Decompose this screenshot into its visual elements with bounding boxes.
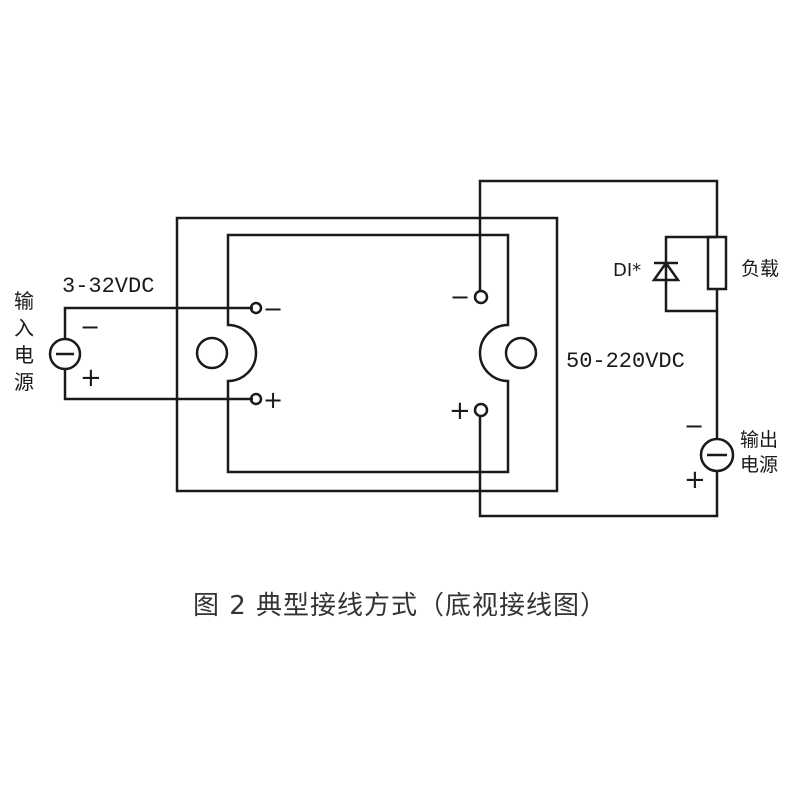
input-wire-minus (63, 306, 253, 339)
output-wire-bottom (478, 417, 719, 518)
output-wire-top (478, 179, 719, 290)
input-wire-plus (63, 369, 253, 401)
input-source-char: 输 (14, 289, 34, 313)
mounting-hole-left (195, 336, 229, 370)
diode-branch-wire (664, 235, 717, 313)
input-source-char: 电 (14, 343, 34, 367)
input-plus-label: + (80, 363, 102, 393)
diode-triangle (651, 260, 681, 282)
input-voltage-label: 3-32VDC (62, 274, 154, 299)
terminal-out-minus-label: − (450, 283, 470, 311)
output-source-symbol (699, 437, 735, 473)
input-minus-label: − (80, 313, 100, 341)
terminal-in-minus-label: − (263, 295, 283, 323)
output-plus-label: + (684, 465, 706, 495)
terminal-out-plus-label: + (449, 396, 471, 426)
diode-label: DI* (613, 260, 641, 281)
load-label: 负载 (741, 258, 779, 280)
relay-outer-housing (175, 216, 559, 493)
output-source-line1: 输出 (740, 429, 778, 451)
input-source-char: 源 (14, 370, 34, 394)
terminal-in-minus (249, 301, 263, 315)
output-voltage-label: 50-220VDC (566, 349, 685, 374)
load-resistor (706, 235, 728, 291)
terminal-out-plus (473, 402, 489, 418)
mounting-hole-right (504, 336, 538, 370)
output-minus-label: − (684, 412, 704, 440)
input-source-label: 输 入 电 源 (14, 288, 34, 396)
terminal-in-plus (249, 392, 263, 406)
terminal-out-minus (473, 289, 489, 305)
relay-inner-body (226, 233, 510, 474)
figure-caption: 图 2 典型接线方式（底视接线图） (192, 591, 608, 621)
output-source-line2: 电源 (740, 454, 778, 476)
terminal-in-plus-label: + (263, 386, 283, 414)
input-source-char: 入 (14, 316, 34, 340)
input-source-symbol (48, 337, 82, 371)
